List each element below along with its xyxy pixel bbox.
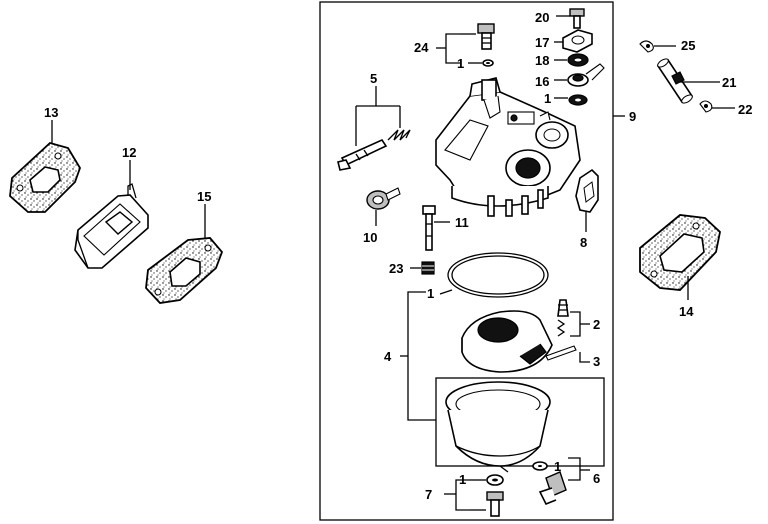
insulator-12[interactable] (74, 183, 149, 269)
label-3: 3 (593, 354, 600, 369)
label-5: 5 (370, 71, 377, 86)
bracket-7 (455, 479, 470, 511)
bracket-6 (568, 457, 581, 481)
label-1-gasket: 1 (427, 286, 434, 301)
washer-1-top[interactable] (568, 94, 588, 106)
label-6: 6 (593, 471, 600, 486)
bolt-7[interactable] (486, 491, 504, 517)
label-18: 18 (535, 53, 549, 68)
pilot-screw-5[interactable] (337, 138, 388, 171)
carburetor-assembly-frame (319, 1, 614, 521)
float-bowl-gasket-1[interactable] (447, 252, 549, 298)
label-1-washer-top: 1 (544, 91, 551, 106)
label-24: 24 (414, 40, 429, 55)
leader-1-gasket (439, 289, 453, 295)
label-22: 22 (738, 102, 752, 117)
leader-3 (579, 352, 590, 363)
label-20: 20 (535, 10, 549, 25)
label-10: 10 (363, 230, 377, 245)
label-17: 17 (535, 35, 549, 50)
screw-24[interactable] (477, 23, 495, 50)
label-2: 2 (593, 317, 600, 332)
label-7: 7 (425, 487, 432, 502)
label-12: 12 (122, 145, 136, 160)
label-21: 21 (722, 75, 736, 90)
carburetor-body[interactable] (435, 77, 581, 217)
screw-10[interactable] (366, 187, 401, 210)
label-11: 11 (455, 215, 469, 230)
main-nozzle-11[interactable] (422, 205, 436, 251)
main-jet-23[interactable] (421, 261, 435, 275)
float-pin-3[interactable] (545, 345, 577, 361)
float[interactable] (461, 310, 553, 373)
seal-18[interactable] (567, 53, 589, 67)
label-1-washer-24: 1 (457, 56, 464, 71)
label-1-washer-7: 1 (459, 472, 466, 487)
clip-22[interactable] (699, 100, 713, 113)
float-chamber-group-box (435, 377, 605, 467)
gasket-13[interactable] (9, 141, 81, 213)
label-1-washer-6: 1 (554, 459, 561, 474)
gasket-15[interactable] (145, 237, 224, 304)
label-9: 9 (629, 109, 636, 124)
label-14: 14 (679, 304, 694, 319)
gasket-14[interactable] (639, 214, 721, 291)
washer-6[interactable] (532, 461, 548, 471)
bracket-2 (570, 311, 581, 337)
drain-bolt-6[interactable] (538, 471, 567, 506)
washer-7[interactable] (486, 474, 504, 486)
label-8: 8 (580, 235, 587, 250)
bracket-8[interactable] (575, 168, 599, 213)
label-13: 13 (44, 105, 58, 120)
float-bowl[interactable] (445, 381, 551, 473)
bracket-4 (407, 291, 436, 421)
label-23: 23 (389, 261, 403, 276)
label-16: 16 (535, 74, 549, 89)
label-25: 25 (681, 38, 695, 53)
lever-16[interactable] (567, 63, 605, 87)
plate-17[interactable] (562, 29, 593, 53)
label-4: 4 (384, 349, 392, 364)
label-15: 15 (197, 189, 211, 204)
bracket-5 (355, 105, 401, 146)
spring-5[interactable] (387, 129, 411, 141)
float-valve-2[interactable] (556, 299, 569, 337)
washer-24[interactable] (482, 59, 494, 67)
screw-20[interactable] (569, 8, 585, 29)
clip-25[interactable] (639, 40, 654, 53)
tube-21[interactable] (656, 57, 694, 104)
